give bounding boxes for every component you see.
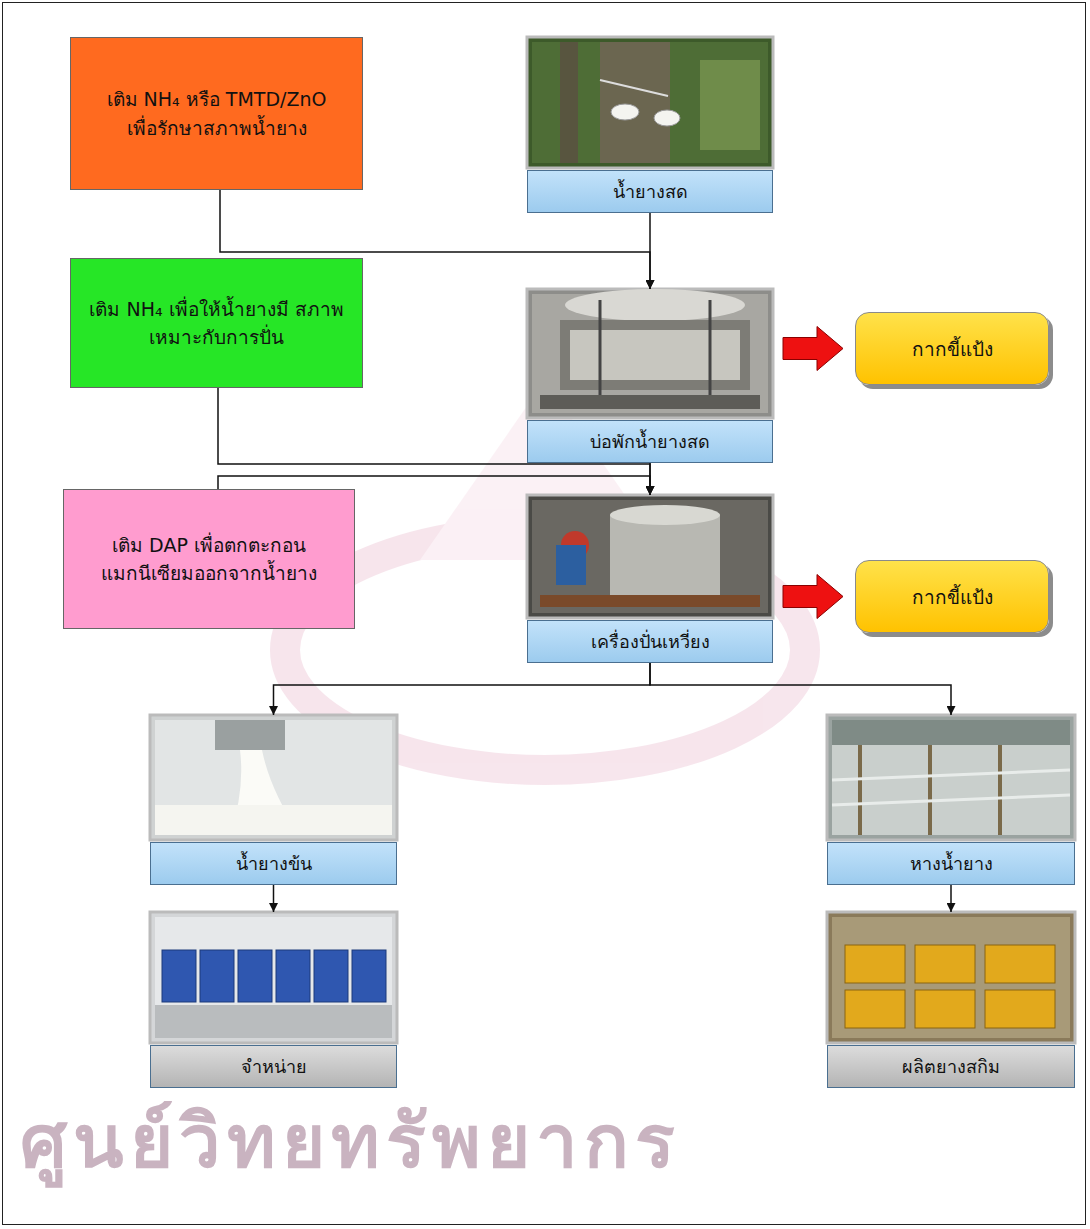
photo-tapping xyxy=(527,37,773,168)
process-label: จำหน่าย xyxy=(150,1045,397,1088)
additive-box: เติม NH₄ เพื่อให้น้ำยางมี สภาพเหมาะกับกา… xyxy=(70,258,363,388)
flow-connector xyxy=(950,885,952,912)
waste-arrow xyxy=(783,575,843,619)
photo-space xyxy=(527,37,773,170)
photo-centrifuge xyxy=(527,495,773,618)
process-label: เครื่องปั่นเหวี่ยง xyxy=(527,620,773,663)
watermark-logo xyxy=(285,380,805,770)
watermark-text: ศูนย์วิทยทรัพยากร xyxy=(20,1082,681,1200)
photo-skim-rubber xyxy=(827,912,1075,1043)
additive-box: เติม NH₄ หรือ TMTD/ZnO เพื่อรักษาสภาพน้ำ… xyxy=(70,37,363,190)
process-box: บ่อพักน้ำยางสด xyxy=(527,289,773,463)
process-label: หางน้ำยาง xyxy=(827,842,1075,885)
node-text: เติม NH₄ หรือ TMTD/ZnO เพื่อรักษาสภาพน้ำ… xyxy=(89,85,344,142)
photo-space xyxy=(527,289,773,420)
waste-box: กากขี้แป้ง xyxy=(855,312,1049,385)
node-text: จำหน่าย xyxy=(159,1052,388,1081)
outcome-box: จำหน่าย xyxy=(150,912,397,1088)
outcome-box: ผลิตยางสกิม xyxy=(827,912,1075,1088)
node-text: เติม NH₄ เพื่อให้น้ำยางมี สภาพเหมาะกับกา… xyxy=(89,295,344,352)
process-label: ผลิตยางสกิม xyxy=(827,1045,1075,1088)
process-box: เครื่องปั่นเหวี่ยง xyxy=(527,495,773,663)
photo-space xyxy=(827,912,1075,1045)
waste-box: กากขี้แป้ง xyxy=(855,560,1049,633)
flow-connector xyxy=(649,463,651,495)
photo-concentrate xyxy=(150,715,397,840)
product-box: น้ำยางข้น xyxy=(150,715,397,885)
node-text: บ่อพักน้ำยางสด xyxy=(536,427,764,456)
photo-space xyxy=(527,495,773,620)
photo-tank xyxy=(527,289,773,418)
waste-arrow xyxy=(783,327,843,371)
node-text: น้ำยางสด xyxy=(536,177,764,206)
process-label: บ่อพักน้ำยางสด xyxy=(527,420,773,463)
node-text: หางน้ำยาง xyxy=(836,849,1066,878)
node-text: น้ำยางข้น xyxy=(159,849,388,878)
flow-connector xyxy=(649,213,651,289)
photo-space xyxy=(150,715,397,842)
flow-connector xyxy=(650,663,951,715)
process-label: น้ำยางข้น xyxy=(150,842,397,885)
node-text: ผลิตยางสกิม xyxy=(836,1052,1066,1081)
node-text: เครื่องปั่นเหวี่ยง xyxy=(536,627,764,656)
photo-drums xyxy=(150,912,397,1043)
node-text: กากขี้แป้ง xyxy=(912,582,993,612)
node-text: กากขี้แป้ง xyxy=(912,334,993,364)
flow-connector xyxy=(273,885,275,912)
additive-box: เติม DAP เพื่อตกตะกอน แมกนีเซียมออกจากน้… xyxy=(63,489,355,629)
product-box: หางน้ำยาง xyxy=(827,715,1075,885)
photo-space xyxy=(827,715,1075,842)
flow-connector xyxy=(274,663,651,715)
process-box: น้ำยางสด xyxy=(527,37,773,213)
photo-space xyxy=(150,912,397,1045)
process-label: น้ำยางสด xyxy=(527,170,773,213)
node-text: เติม DAP เพื่อตกตะกอน แมกนีเซียมออกจากน้… xyxy=(82,531,336,588)
photo-skim xyxy=(827,715,1075,840)
